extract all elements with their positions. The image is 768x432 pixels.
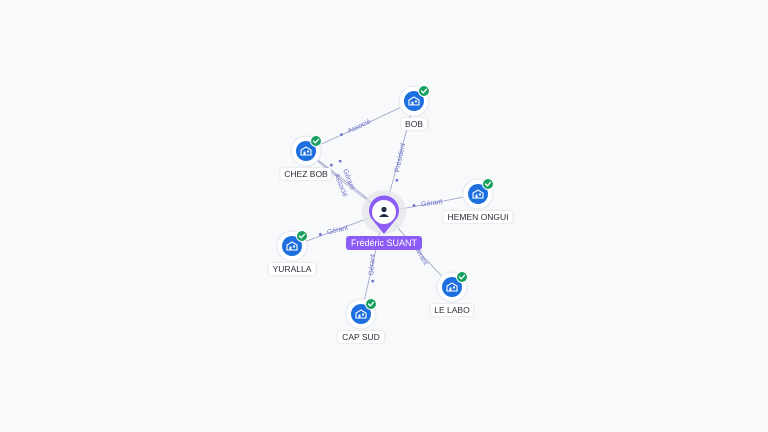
node-circle [351,304,371,324]
building-icon [355,309,367,319]
node-circle [442,277,462,297]
building-icon [300,146,312,156]
verified-check-icon [418,85,430,97]
building-icon [446,282,458,292]
verified-check-icon [310,135,322,147]
company-node-le-labo[interactable] [436,271,468,303]
node-circle [404,91,424,111]
building-icon [408,96,420,106]
company-label-le-labo[interactable]: LE LABO [430,304,474,316]
company-node-bob[interactable] [398,85,430,117]
edge-arrow-icon [395,178,399,182]
person-label[interactable]: Frédéric SUANT [345,236,423,250]
company-label-yuralla[interactable]: YURALLA [268,263,316,275]
edge-label: Président [394,142,407,172]
company-node-chez-bob[interactable] [290,135,322,167]
building-icon [472,189,484,199]
edge-label: Gérant [368,254,376,276]
verified-check-icon [482,178,494,190]
edge-label: Associé [347,118,372,135]
node-circle [468,184,488,204]
company-label-bob[interactable]: BOB [401,118,427,130]
node-circle [282,236,302,256]
company-label-chez-bob[interactable]: CHEZ BOB [280,168,332,180]
person-node[interactable] [362,190,406,234]
edge-arrow-icon [340,133,343,137]
verified-check-icon [456,271,468,283]
edge-arrow-icon [338,159,342,163]
node-circle [296,141,316,161]
building-icon [286,241,298,251]
company-node-yuralla[interactable] [276,230,308,262]
edge-arrow-icon [371,279,375,283]
nodes-layer [276,85,494,330]
edge-arrow-icon [329,163,333,167]
company-node-cap-sud[interactable] [345,298,377,330]
edge-label: Gérant [326,225,349,237]
edge-arrow-icon [412,204,416,207]
edge-arrow-icon [318,233,322,236]
edge-label: Gérant [421,199,443,209]
company-node-hemen-ongui[interactable] [462,178,494,210]
verified-check-icon [296,230,308,242]
edge-chez-bob-bob: Associé [305,100,415,152]
company-label-hemen-ongui[interactable]: HEMEN ONGUI [443,211,513,223]
verified-check-icon [365,298,377,310]
person-icon [379,206,389,217]
company-label-cap-sud[interactable]: CAP SUD [338,331,384,343]
